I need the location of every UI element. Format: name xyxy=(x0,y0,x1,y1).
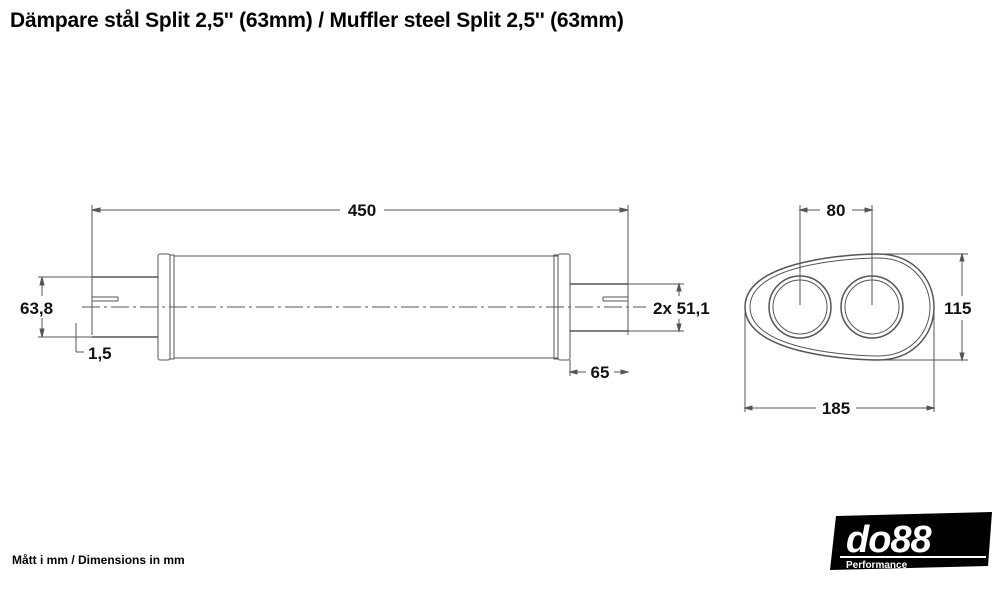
logo-brand: do88 xyxy=(846,519,933,561)
dim-wall-thickness: 1,5 xyxy=(88,344,112,363)
dim-tip-spacing: 80 xyxy=(827,201,846,220)
units-note: Mått i mm / Dimensions in mm xyxy=(12,553,185,567)
logo-subtitle: Performance xyxy=(846,560,908,571)
dim-outlet-diameter: 2x 51,1 xyxy=(653,299,710,318)
dim-outlet-length: 65 xyxy=(591,363,610,382)
end-view xyxy=(743,205,968,412)
dim-overall-length: 450 xyxy=(348,201,376,220)
page-title: Dämpare stål Split 2,5'' (63mm) / Muffle… xyxy=(10,9,624,32)
dim-inlet-diameter: 63,8 xyxy=(20,299,53,318)
do88-logo: do88 Performance xyxy=(830,512,992,571)
dim-body-width: 185 xyxy=(822,399,850,418)
dim-body-height: 115 xyxy=(944,299,971,318)
side-view xyxy=(38,205,684,376)
